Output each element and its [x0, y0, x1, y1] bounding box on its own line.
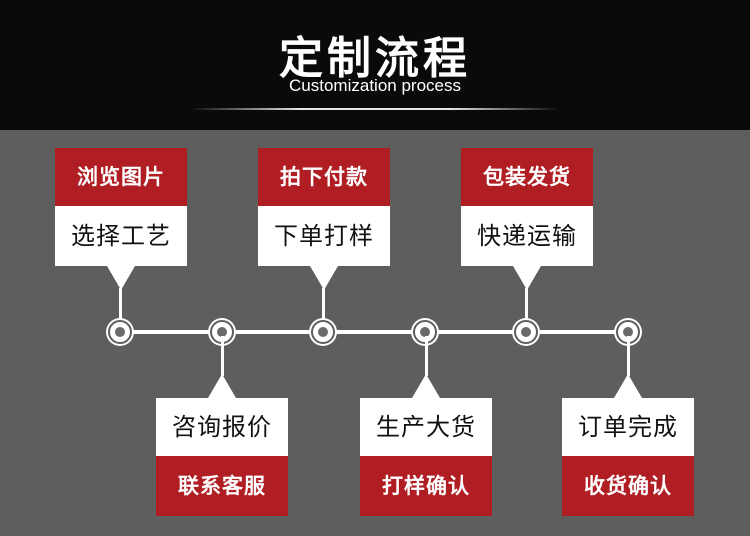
pointer-down-icon	[310, 266, 338, 290]
pointer-up-icon	[208, 374, 236, 398]
connector-stem	[525, 288, 528, 328]
page-subtitle: Customization process	[289, 76, 461, 95]
header-banner: 定制流程 Customization process	[0, 0, 750, 130]
pointer-up-icon	[614, 374, 642, 398]
step-red-label: 包装发货	[461, 148, 593, 206]
step-card-top-2: 拍下付款 下单打样	[258, 148, 390, 266]
step-red-label: 联系客服	[156, 456, 288, 516]
step-red-label: 打样确认	[360, 456, 492, 516]
page-title: 定制流程	[279, 33, 471, 84]
pointer-down-icon	[107, 266, 135, 290]
timeline-line	[120, 330, 630, 334]
step-white-label: 订单完成	[562, 398, 694, 456]
connector-stem	[627, 336, 630, 376]
step-card-top-1: 浏览图片 选择工艺	[55, 148, 187, 266]
step-card-bottom-2: 生产大货 打样确认	[360, 398, 492, 516]
step-white-label: 咨询报价	[156, 398, 288, 456]
pointer-down-icon	[513, 266, 541, 290]
step-white-label: 选择工艺	[55, 206, 187, 266]
step-white-label: 下单打样	[258, 206, 390, 266]
timeline-node-icon	[514, 320, 538, 344]
step-card-bottom-1: 咨询报价 联系客服	[156, 398, 288, 516]
connector-stem	[425, 336, 428, 376]
timeline-node-icon	[311, 320, 335, 344]
connector-stem	[119, 288, 122, 328]
timeline-node-icon	[616, 320, 640, 344]
step-red-label: 收货确认	[562, 456, 694, 516]
step-red-label: 拍下付款	[258, 148, 390, 206]
step-white-label: 快递运输	[461, 206, 593, 266]
step-red-label: 浏览图片	[55, 148, 187, 206]
connector-stem	[322, 288, 325, 328]
pointer-up-icon	[412, 374, 440, 398]
timeline-node-icon	[108, 320, 132, 344]
step-card-bottom-3: 订单完成 收货确认	[562, 398, 694, 516]
header-divider	[190, 108, 560, 110]
timeline-node-icon	[210, 320, 234, 344]
step-white-label: 生产大货	[360, 398, 492, 456]
connector-stem	[221, 336, 224, 376]
step-card-top-3: 包装发货 快递运输	[461, 148, 593, 266]
